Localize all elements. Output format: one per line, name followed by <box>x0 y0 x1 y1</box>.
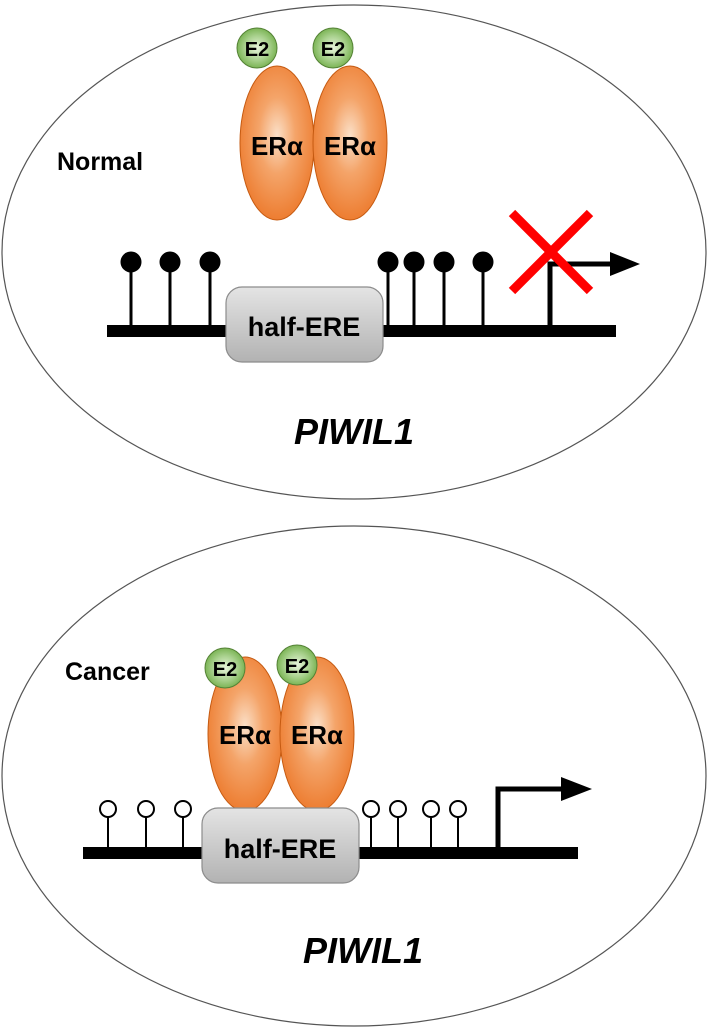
methylated-cpg-icon <box>199 251 221 273</box>
methylated-cpg-icon <box>433 251 455 273</box>
cancer-tss-arrow-icon <box>495 777 592 848</box>
methylated-cpg-icon <box>403 251 425 273</box>
normal-e2-right-label: E2 <box>321 39 345 61</box>
unmethylated-cpg-icon <box>99 800 117 818</box>
normal-e2-left <box>236 27 278 69</box>
normal-e2-right <box>312 27 354 69</box>
normal-e2-left-label: E2 <box>245 39 269 61</box>
cancer-half-ere-label: half-ERE <box>224 834 337 864</box>
unmethylated-cpg-icon <box>362 800 380 818</box>
cancer-era-right-label: ERα <box>291 720 343 750</box>
normal-condition-label: Normal <box>57 148 143 176</box>
cancer-e2-left-label: E2 <box>213 659 237 681</box>
methylated-cpg-icon <box>472 251 494 273</box>
unmethylated-cpg-icon <box>389 800 407 818</box>
normal-block-x-icon <box>508 209 594 295</box>
normal-gene-label: PIWIL1 <box>294 411 414 452</box>
unmethylated-cpg-icon <box>137 800 155 818</box>
cancer-era-left-label: ERα <box>219 720 271 750</box>
methylated-cpg-icon <box>159 251 181 273</box>
normal-tss-arrow-icon <box>547 252 640 326</box>
normal-e2-ligands: E2 E2 <box>236 27 354 69</box>
normal-methylated-cpg-sites <box>120 251 494 326</box>
unmethylated-cpg-icon <box>422 800 440 818</box>
unmethylated-cpg-icon <box>174 800 192 818</box>
cancer-unmethylated-cpg-sites <box>99 800 467 848</box>
methylated-cpg-icon <box>120 251 142 273</box>
normal-half-ere-label: half-ERE <box>248 312 361 342</box>
cancer-era-dimer: ERα ERα <box>207 656 355 812</box>
cancer-panel: Cancer ERα ERα E2 E2 half <box>1 525 707 1027</box>
normal-era-right <box>312 65 388 221</box>
cancer-cell-outline <box>1 525 707 1027</box>
normal-era-dimer: ERα ERα <box>239 65 388 221</box>
normal-cell-outline <box>1 4 707 500</box>
cancer-half-ere-box <box>201 807 360 884</box>
cancer-e2-right-label: E2 <box>285 656 309 678</box>
cancer-condition-label: Cancer <box>65 658 150 686</box>
normal-era-left-label: ERα <box>251 131 303 161</box>
methylated-cpg-icon <box>377 251 399 273</box>
unmethylated-cpg-icon <box>449 800 467 818</box>
cancer-e2-left <box>204 647 246 689</box>
cancer-e2-right <box>276 644 318 686</box>
normal-era-right-label: ERα <box>324 131 376 161</box>
normal-panel: Normal ERα ERα E2 E2 half <box>1 4 707 500</box>
normal-half-ere-box <box>225 286 384 363</box>
cancer-e2-ligands: E2 E2 <box>204 644 318 689</box>
cancer-gene-label: PIWIL1 <box>303 930 423 971</box>
